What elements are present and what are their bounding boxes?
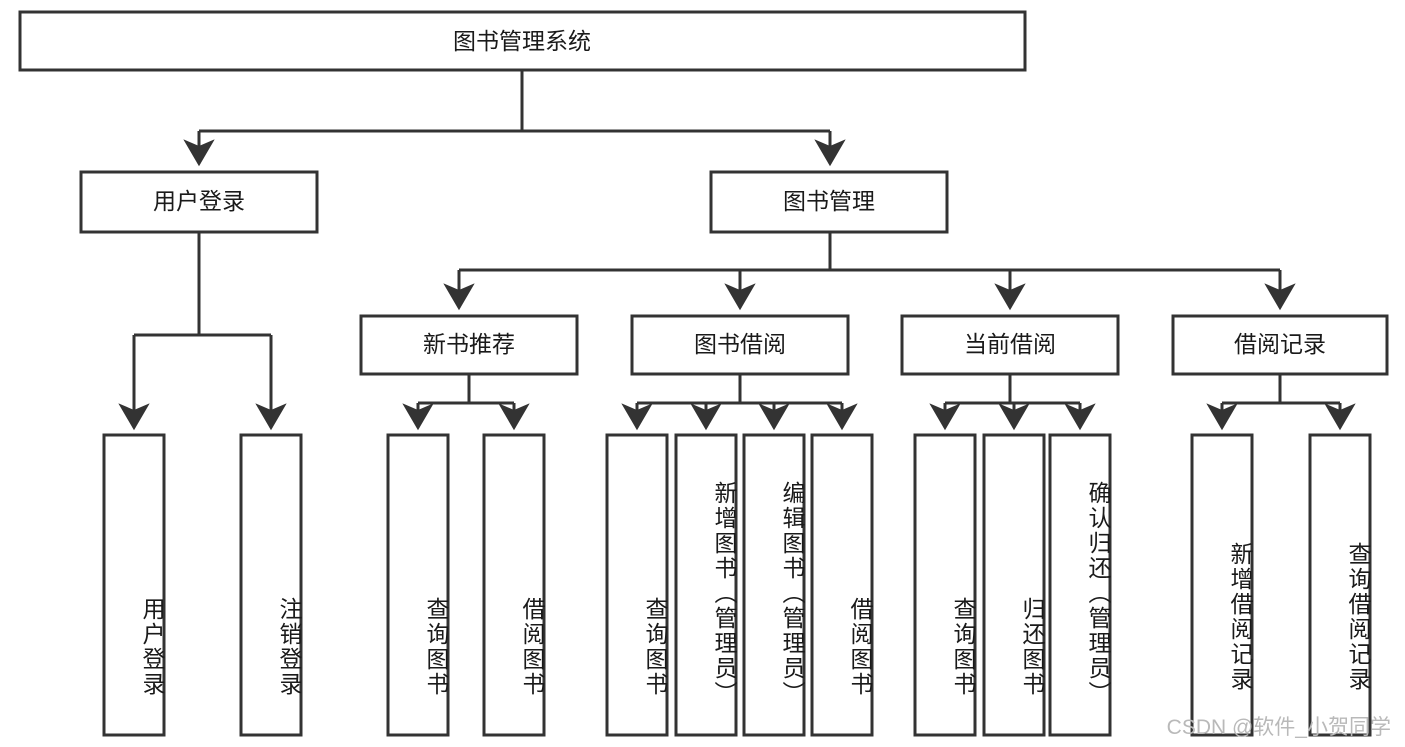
node-leaf-edit-book-admin[interactable] bbox=[742, 433, 806, 737]
node-new-book-recommend[interactable] bbox=[359, 314, 579, 376]
node-leaf-query-book-recommend[interactable] bbox=[386, 433, 450, 737]
node-leaf-query-borrow-record[interactable] bbox=[1308, 433, 1372, 737]
node-user-login[interactable] bbox=[79, 170, 319, 234]
node-leaf-query-book-borrow[interactable] bbox=[605, 433, 669, 737]
node-book-management-label: 图书管理 bbox=[783, 188, 875, 214]
node-leaf-add-book-admin[interactable] bbox=[674, 433, 738, 737]
node-current-borrow[interactable] bbox=[900, 314, 1120, 376]
node-borrow-record-label: 借阅记录 bbox=[1234, 331, 1326, 357]
node-borrow-record[interactable] bbox=[1171, 314, 1389, 376]
node-leaf-query-book-current[interactable] bbox=[913, 433, 977, 737]
node-user-login-label: 用户登录 bbox=[153, 188, 245, 214]
node-leaf-borrow-book[interactable] bbox=[810, 433, 874, 737]
node-current-borrow-label: 当前借阅 bbox=[964, 331, 1056, 357]
node-leaf-confirm-return-admin[interactable] bbox=[1048, 433, 1112, 737]
edges-layer bbox=[118, 70, 1356, 431]
node-book-borrow-label: 图书借阅 bbox=[694, 331, 786, 357]
node-leaf-return-book[interactable] bbox=[982, 433, 1046, 737]
node-leaf-user-login[interactable] bbox=[102, 433, 166, 737]
node-book-borrow[interactable] bbox=[630, 314, 850, 376]
node-root[interactable] bbox=[18, 10, 1027, 72]
node-book-management[interactable] bbox=[709, 170, 949, 234]
node-leaf-borrow-book-recommend[interactable] bbox=[482, 433, 546, 737]
node-new-book-recommend-label: 新书推荐 bbox=[423, 331, 515, 357]
node-root-label: 图书管理系统 bbox=[453, 28, 591, 54]
nodes-layer: 图书管理系统 用户登录 图书管理 新书推荐 图书借阅 当前借阅 借阅记录 bbox=[18, 10, 1389, 737]
node-leaf-logout[interactable] bbox=[239, 433, 303, 737]
node-leaf-add-borrow-record[interactable] bbox=[1190, 433, 1254, 737]
